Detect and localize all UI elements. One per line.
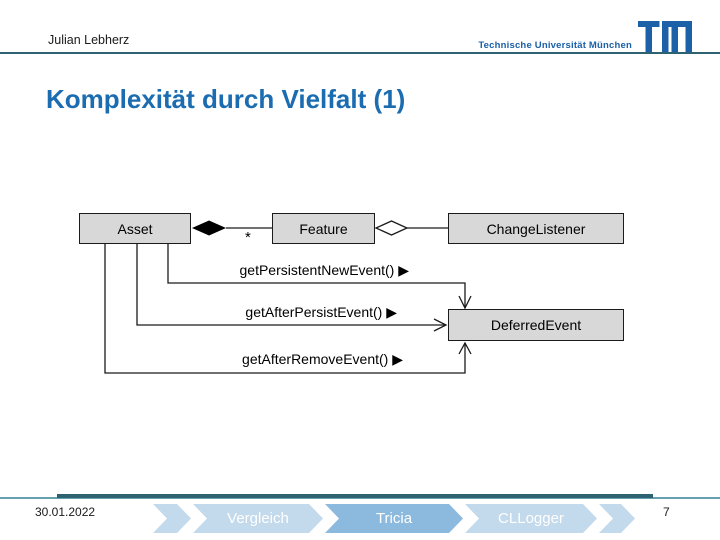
- university-name: Technische Universität München: [478, 40, 632, 51]
- slide-date: 30.01.2022: [35, 505, 96, 519]
- open-arrowhead-up: [458, 341, 472, 355]
- breadcrumb-label: CLLogger: [498, 510, 564, 527]
- slide-title: Komplexität durch Vielfalt (1): [46, 84, 406, 114]
- breadcrumb-item-vergleich: Vergleich: [193, 504, 323, 533]
- open-arrowhead-right: [433, 318, 448, 332]
- class-box-deferredevent: DeferredEvent: [448, 309, 624, 341]
- open-arrowhead-down: [458, 295, 472, 310]
- class-name: Asset: [117, 220, 153, 237]
- method-label-getafterpersistevent: getAfterPersistEvent() ▶: [245, 304, 397, 320]
- breadcrumb-label: Tricia: [375, 510, 413, 527]
- composition-diamond: [192, 220, 226, 236]
- header-divider: [0, 52, 720, 54]
- class-box-changelistener: ChangeListener: [448, 213, 624, 244]
- page-number: 7: [663, 505, 670, 519]
- footer-divider-thin: [0, 497, 720, 499]
- tum-logo-icon: [638, 21, 692, 52]
- method-label-getpersistentnewevent: getPersistentNewEvent() ▶: [239, 262, 410, 278]
- class-name: DeferredEvent: [490, 317, 582, 333]
- breadcrumb: Vergleich Tricia CLLogger: [153, 504, 635, 533]
- breadcrumb-lead-chevron-icon: [153, 504, 191, 533]
- class-box-feature: Feature: [272, 213, 375, 244]
- method-label-getafterremoveevent: getAfterRemoveEvent() ▶: [242, 351, 403, 367]
- breadcrumb-tail-chevron-icon: [599, 504, 635, 533]
- aggregation-diamond: [374, 220, 409, 236]
- breadcrumb-label: Vergleich: [227, 510, 289, 527]
- class-name: Feature: [299, 220, 348, 237]
- breadcrumb-item-cllogger: CLLogger: [465, 504, 597, 533]
- footer-divider-thick: [57, 494, 653, 498]
- class-box-asset: Asset: [79, 213, 191, 244]
- multiplicity-star: *: [245, 229, 251, 246]
- class-name: ChangeListener: [486, 220, 586, 237]
- breadcrumb-item-tricia: Tricia: [325, 504, 463, 533]
- author-name: Julian Lebherz: [48, 33, 130, 47]
